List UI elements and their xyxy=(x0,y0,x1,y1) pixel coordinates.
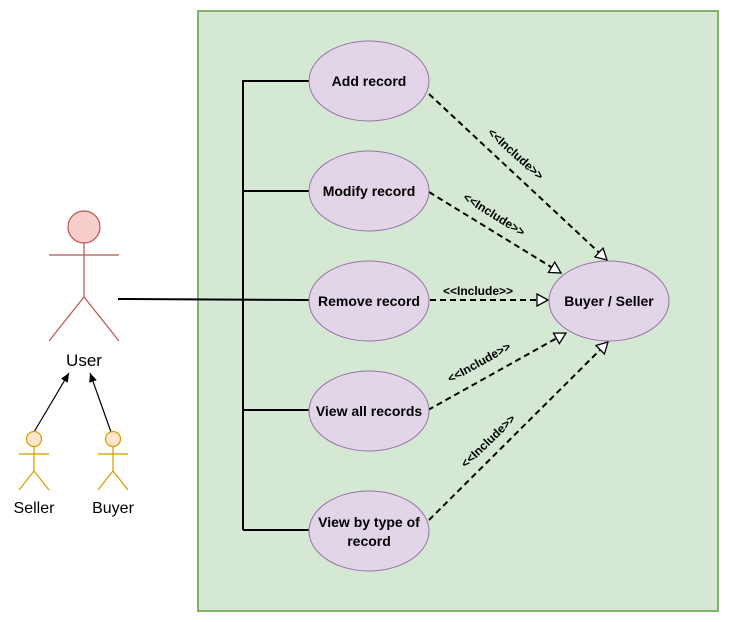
buyer-actor[interactable] xyxy=(97,430,129,491)
user-actor-head xyxy=(67,210,101,244)
seller-to-user-arrow xyxy=(33,372,70,433)
use-case-view-all-records[interactable]: View all records xyxy=(308,370,430,452)
include-arrow-view-type xyxy=(428,342,608,521)
include-arrow-modify xyxy=(428,191,561,274)
include-arrow-view-all xyxy=(427,332,566,411)
use-case-buyer-seller-label: Buyer / Seller xyxy=(564,293,654,309)
use-case-view-by-type-label-line1: View by type of xyxy=(318,514,420,530)
seller-actor-label: Seller xyxy=(14,500,56,517)
seller-actor[interactable] xyxy=(18,430,50,491)
seller-actor-head xyxy=(25,430,43,448)
use-case-buyer-seller[interactable]: Buyer / Seller xyxy=(548,260,670,342)
include-arrow-add xyxy=(428,93,607,260)
use-case-add-record-label: Add record xyxy=(332,73,407,89)
use-case-add-record[interactable]: Add record xyxy=(308,40,430,122)
buyer-actor-label: Buyer xyxy=(92,500,134,517)
user-association-lines xyxy=(117,80,311,531)
user-actor-label: User xyxy=(66,351,102,370)
use-case-remove-record[interactable]: Remove record xyxy=(308,260,430,342)
use-case-view-by-type-label-line2: record xyxy=(347,533,391,549)
use-case-view-by-type[interactable]: View by type of record xyxy=(308,490,430,572)
generalization-arrows xyxy=(33,372,112,433)
buyer-actor-head xyxy=(104,430,122,448)
include-dependencies xyxy=(427,93,608,521)
use-case-modify-record[interactable]: Modify record xyxy=(308,150,430,232)
user-actor[interactable] xyxy=(48,210,120,342)
use-case-view-all-records-label: View all records xyxy=(316,403,423,419)
use-case-remove-record-label: Remove record xyxy=(318,293,420,309)
use-case-modify-record-label: Modify record xyxy=(323,183,416,199)
buyer-to-user-arrow xyxy=(89,372,112,433)
include-label-remove: <<Include>> xyxy=(443,284,513,298)
